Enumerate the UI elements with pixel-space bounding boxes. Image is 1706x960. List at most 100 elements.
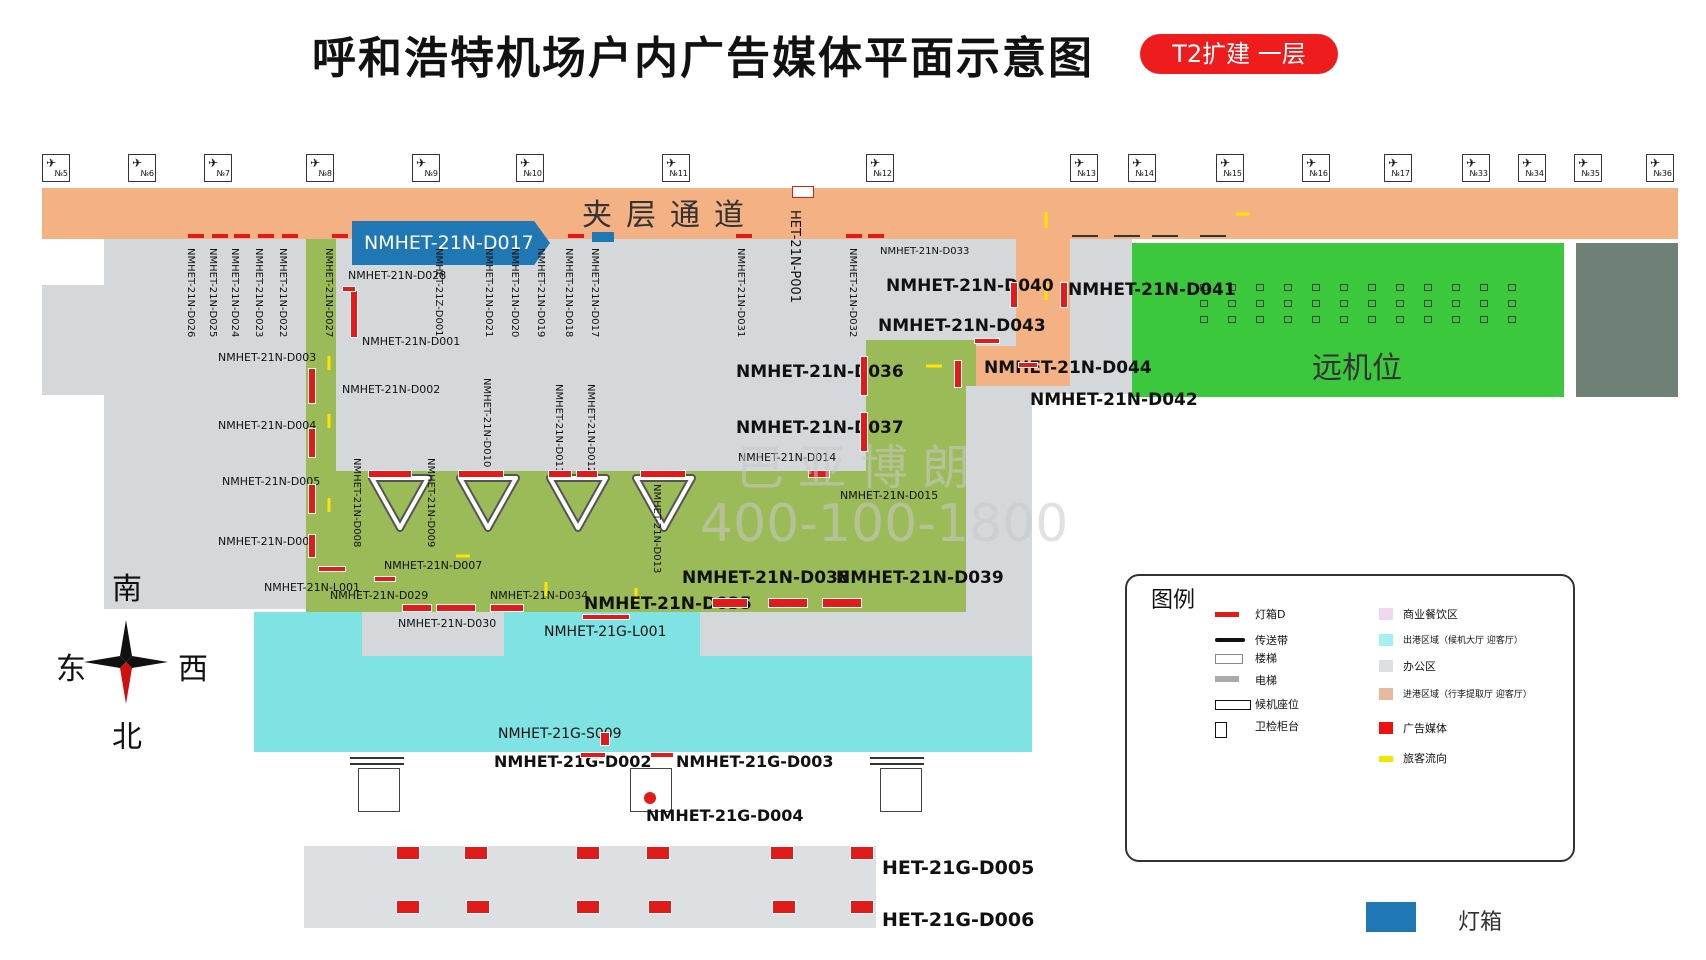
label-d004: NMHET-21N-D004 (218, 419, 317, 432)
label-d029: NMHET-21N-D029 (330, 589, 429, 602)
ad-lightbox[interactable] (954, 360, 962, 388)
ad-lightbox[interactable] (458, 470, 504, 478)
ad-lightbox[interactable] (436, 604, 476, 612)
gates-row: ✈№5✈№6✈№7✈№8✈№9✈№10✈№11✈№12✈№13✈№14✈№15✈… (0, 150, 1706, 186)
gate-5: ✈№5 (42, 154, 70, 182)
corridor-ad-slot[interactable] (282, 234, 298, 238)
ad-lightbox[interactable] (808, 470, 830, 478)
corridor-ad-slot[interactable] (736, 234, 752, 238)
ad-lightbox[interactable] (308, 368, 316, 404)
legend-title: 图例 (1151, 588, 1196, 613)
ad-lightbox[interactable] (860, 412, 868, 452)
gate-16: ✈№16 (1302, 154, 1330, 182)
vertical-label: NMHET-21N-D008 (351, 458, 362, 548)
ad-lightbox[interactable] (650, 752, 674, 758)
label-d001: NMHET-21N-D001 (362, 335, 461, 348)
label-d039: NMHET-21N-D039 (836, 568, 1004, 588)
label-d005: NMHET-21N-D005 (222, 475, 321, 488)
plane-icon: ✈ (1522, 156, 1533, 170)
ad-lightbox[interactable] (850, 900, 874, 914)
seat-icon (1256, 316, 1264, 323)
callout-d017[interactable]: NMHET-21N-D017 (352, 221, 550, 265)
legend-swatch (1215, 612, 1239, 617)
corridor-ad-slot[interactable] (332, 234, 348, 238)
seat-icon (1228, 316, 1236, 323)
ad-lightbox[interactable] (860, 356, 868, 396)
ad-lightbox[interactable] (1060, 282, 1068, 308)
ad-lightbox[interactable] (576, 900, 600, 914)
gate-number: №7 (216, 169, 230, 178)
label-g-s009: NMHET-21G-S009 (498, 726, 622, 742)
seat-icon (1396, 316, 1404, 323)
seat-icon (1368, 300, 1376, 307)
label-d035: NMHET-21N-D035 (584, 594, 752, 614)
label-l001: NMHET-21N-L001 (264, 581, 360, 594)
ad-lightbox[interactable] (600, 732, 610, 746)
ad-lightbox[interactable] (712, 598, 748, 608)
corridor-ad-slot[interactable] (846, 234, 862, 238)
plane-icon: ✈ (1578, 156, 1589, 170)
remote-stand-zone (1132, 243, 1564, 397)
ad-lightbox[interactable] (576, 470, 598, 478)
ad-lightbox[interactable] (1018, 362, 1038, 368)
ad-lightbox[interactable] (582, 614, 630, 620)
ad-lightbox[interactable] (576, 846, 600, 860)
ad-lightbox[interactable] (850, 846, 874, 860)
gate-number: №14 (1135, 169, 1155, 178)
watermark-phone: 400-100-1800 (700, 494, 1069, 554)
ad-lightbox[interactable] (648, 900, 672, 914)
ad-lightbox[interactable] (350, 290, 358, 338)
ad-lightbox[interactable] (580, 752, 606, 758)
ad-lightbox[interactable] (466, 900, 490, 914)
ad-lightbox[interactable] (402, 604, 432, 612)
gate-number: №33 (1469, 169, 1489, 178)
ad-lightbox[interactable] (308, 428, 316, 458)
ad-lightbox[interactable] (646, 846, 670, 860)
vertical-label: NMHET-21N-D023 (253, 248, 264, 338)
ad-lightbox[interactable] (770, 846, 794, 860)
seat-icon (1368, 284, 1376, 291)
ad-lightbox[interactable] (308, 484, 316, 514)
ad-lightbox[interactable] (768, 598, 808, 608)
ad-lightbox[interactable] (464, 846, 488, 860)
vertical-label: NMHET-21Z-D001 (433, 248, 444, 337)
ad-lightbox[interactable] (490, 604, 524, 612)
vertical-label: NMHET-21N-D026 (185, 248, 196, 338)
ad-lightbox[interactable] (396, 900, 420, 914)
plane-icon: ✈ (520, 156, 531, 170)
vertical-label: NMHET-21N-D018 (563, 248, 574, 338)
seat-icon (1340, 300, 1348, 307)
ad-lightbox[interactable] (374, 576, 396, 582)
ad-lightbox[interactable] (772, 900, 796, 914)
plane-icon: ✈ (870, 156, 881, 170)
ad-lightbox[interactable] (318, 566, 346, 572)
corridor-ad-slot[interactable] (212, 234, 228, 238)
plane-icon: ✈ (1220, 156, 1231, 170)
legend-swatch (1215, 654, 1243, 664)
gate-number: №11 (669, 169, 689, 178)
exit-door-center (630, 768, 672, 812)
corridor-ad-slot[interactable] (188, 234, 204, 238)
ad-lightbox[interactable] (368, 470, 412, 478)
gate-number: №8 (318, 169, 332, 178)
gate-number: №17 (1391, 169, 1411, 178)
ad-lightbox[interactable] (396, 846, 420, 860)
corridor-ad-slot[interactable] (868, 234, 884, 238)
seat-icon (1508, 316, 1516, 323)
corridor-ad-slot[interactable] (258, 234, 274, 238)
compass-east: 东 (56, 652, 86, 687)
vertical-label: NMHET-21N-D013 (651, 484, 662, 574)
gate-6: ✈№6 (128, 154, 156, 182)
corridor-ad-slot[interactable] (234, 234, 250, 238)
corridor-ad-slot[interactable] (568, 234, 584, 238)
ad-lightbox[interactable] (308, 534, 316, 558)
ad-lightbox[interactable] (1010, 282, 1018, 308)
gate-number: №13 (1077, 169, 1097, 178)
watermark-name: 巴亚博朗 (736, 440, 985, 496)
ad-lightbox[interactable] (974, 338, 1000, 344)
seat-icon (1480, 300, 1488, 307)
ad-lightbox[interactable] (548, 470, 572, 478)
ad-lightbox[interactable] (640, 470, 686, 478)
ad-lightbox[interactable] (822, 598, 862, 608)
ad-lightbox[interactable] (342, 286, 356, 292)
